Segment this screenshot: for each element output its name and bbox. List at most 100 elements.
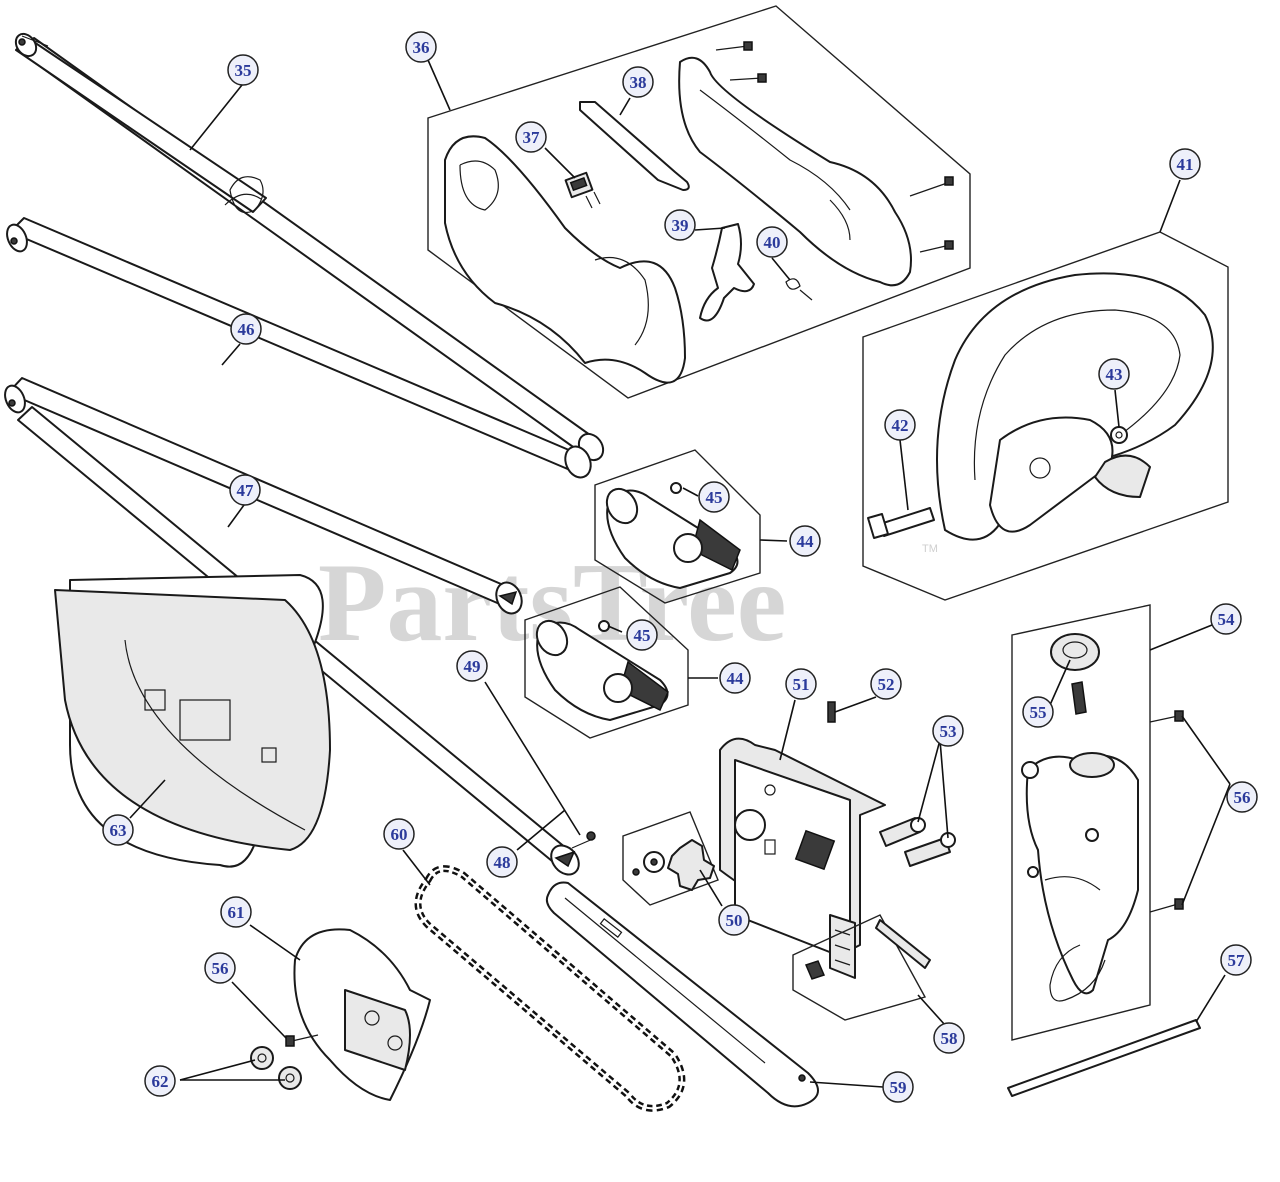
callout-62-label: 62 [152, 1072, 169, 1091]
callout-47-label: 47 [237, 481, 255, 500]
coupler-box-upper [594, 449, 761, 604]
sprocket-box [622, 811, 719, 906]
callout-59: 59 [882, 1071, 914, 1103]
adjuster-box [792, 914, 927, 1021]
callout-63-label: 63 [110, 821, 127, 840]
cover-nut-part [250, 1046, 302, 1090]
sprocket-cover-part [293, 928, 431, 1101]
saw-chain-part [414, 865, 686, 1112]
callout-54: 54 [1210, 603, 1242, 635]
callout-54-label: 54 [1218, 610, 1236, 629]
leader-lines [129, 59, 1231, 1088]
callout-60: 60 [383, 818, 415, 850]
coupler-lower-part [535, 619, 669, 721]
callout-35-label: 35 [235, 61, 252, 80]
callout-47: 47 [229, 474, 261, 506]
callout-48-label: 48 [494, 853, 511, 872]
callout-50: 50 [718, 904, 750, 936]
callout-60-label: 60 [391, 825, 408, 844]
callout-40: 40 [756, 226, 788, 258]
adjuster-part [804, 919, 931, 980]
callout-36: 36 [405, 31, 437, 63]
callout-44a: 44 [789, 525, 821, 557]
screw-part [827, 701, 836, 723]
upper-shaft-part [14, 32, 605, 462]
handle-grip-part [444, 135, 686, 384]
callout-52: 52 [870, 668, 902, 700]
bar-cover-part [54, 574, 331, 868]
callout-39: 39 [664, 209, 696, 241]
callout-55: 55 [1022, 696, 1054, 728]
callout-63: 63 [102, 814, 134, 846]
lock-lever-part [579, 101, 690, 191]
handle-assembly-box [427, 5, 971, 399]
callout-62: 62 [144, 1065, 176, 1097]
callout-42-label: 42 [892, 416, 909, 435]
fuel-line-part [1027, 866, 1106, 1002]
callout-61: 61 [220, 896, 252, 928]
fuel-tank-part [1021, 752, 1139, 995]
tank-screw-part [1149, 710, 1184, 913]
rod-part [1007, 1019, 1201, 1097]
sprocket-part [632, 839, 715, 891]
callout-53-label: 53 [940, 722, 957, 741]
callout-37: 37 [515, 121, 547, 153]
callout-51-label: 51 [793, 675, 810, 694]
callout-56a: 56 [1226, 781, 1258, 813]
callout-61-label: 61 [228, 903, 245, 922]
callout-57-label: 57 [1228, 951, 1246, 970]
callout-44b: 44 [719, 662, 751, 694]
guide-bar-part [545, 881, 819, 1108]
callout-40-label: 40 [764, 233, 781, 252]
callout-44b-label: 44 [727, 669, 745, 688]
callout-56a-label: 56 [1234, 788, 1251, 807]
callout-41: 41 [1169, 148, 1201, 180]
callout-45a: 45 [698, 481, 730, 513]
callout-37-label: 37 [523, 128, 541, 147]
callout-49-label: 49 [464, 657, 481, 676]
bolt-part [867, 507, 935, 539]
callout-50-label: 50 [726, 911, 743, 930]
handle-housing-part [678, 41, 954, 287]
front-handle-part [936, 272, 1214, 541]
fuel-tank-box [1011, 604, 1151, 1041]
trigger-part [699, 223, 755, 322]
callout-46: 46 [230, 313, 262, 345]
cover-screw-part [285, 1034, 319, 1047]
callout-44a-label: 44 [797, 532, 815, 551]
callout-57: 57 [1220, 944, 1252, 976]
watermark-trademark: TM [922, 543, 938, 555]
callout-41-label: 41 [1177, 155, 1194, 174]
callout-58-label: 58 [941, 1029, 958, 1048]
callout-45b: 45 [626, 619, 658, 651]
callout-59-label: 59 [890, 1078, 907, 1097]
callout-53: 53 [932, 715, 964, 747]
bolt-pair-part [879, 817, 956, 867]
callout-46-label: 46 [238, 320, 255, 339]
callout-48: 48 [486, 846, 518, 878]
callout-38-label: 38 [630, 73, 647, 92]
coupler-box-lower [524, 586, 689, 739]
callout-43: 43 [1098, 358, 1130, 390]
fuel-cap-part [1050, 633, 1100, 715]
nut-part [1110, 426, 1128, 444]
callout-42: 42 [884, 409, 916, 441]
callout-38: 38 [622, 66, 654, 98]
callout-55-label: 55 [1030, 703, 1047, 722]
middle-shaft-part [6, 217, 592, 479]
callout-52-label: 52 [878, 675, 895, 694]
callout-49: 49 [456, 650, 488, 682]
callout-36-label: 36 [413, 38, 430, 57]
callout-45b-label: 45 [634, 626, 651, 645]
callout-39-label: 39 [672, 216, 689, 235]
callout-45a-label: 45 [706, 488, 723, 507]
callout-56b-label: 56 [212, 959, 229, 978]
lower-shaft-part [4, 377, 523, 615]
callout-56b: 56 [204, 952, 236, 984]
switch-part [564, 171, 601, 209]
callout-51: 51 [785, 668, 817, 700]
callout-35: 35 [227, 54, 259, 86]
callout-58: 58 [933, 1022, 965, 1054]
spring-part [785, 278, 813, 301]
